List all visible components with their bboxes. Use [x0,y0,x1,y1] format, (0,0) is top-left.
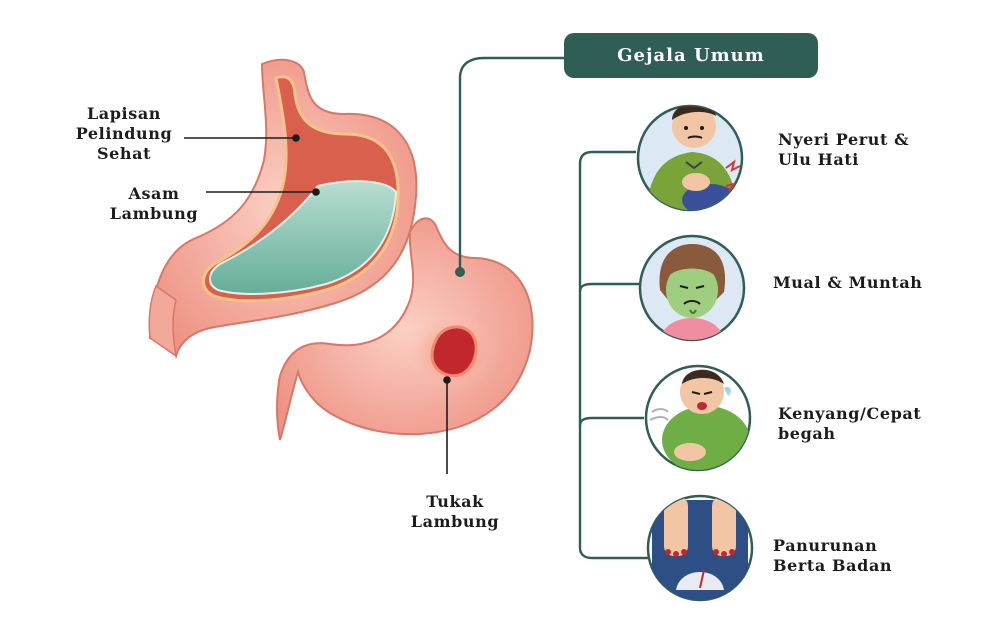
label-line: Lapisan [86,104,162,123]
label-line: Tukak [426,492,484,511]
bloated-boy-icon [649,369,750,470]
header-connector-line [458,56,566,272]
symptom-label-line: Mual & Muntah [773,273,923,292]
healthy-stomach-duodenum [148,284,178,358]
label-line: Lambung [109,204,199,223]
symptom-label-line: Nyeri Perut & [778,130,910,149]
bracket-branch-2 [578,282,640,293]
symptom-label-line: Panurunan [773,536,878,555]
nauseous-girl-icon [656,244,728,340]
symptom-icon-1 [636,104,744,212]
ulcer-wound [430,325,478,378]
weight-scale-icon [652,496,748,600]
label-line: Lambung [410,512,500,531]
label-lapisan-pelindung-sehat: Lapisan Pelindung Sehat [64,104,184,164]
symptom-label-line: Berta Badan [773,556,893,575]
bracket-spine [578,150,652,560]
label-line: Pelindung [75,124,173,143]
bracket-branch-3 [578,416,644,427]
header-connector [458,56,566,272]
symptom-icon-3 [644,364,752,472]
symptom-label-1: Nyeri Perut & Ulu Hati [778,130,978,170]
symptom-label-3: Kenyang/Cepat begah [778,404,978,444]
header-pill: Gejala Umum [564,33,818,78]
pointer-tukak-dot [443,376,451,384]
symptom-label-line: Kenyang/Cepat [778,404,922,423]
header-connector-dot [455,267,465,277]
symptom-label-line: Ulu Hati [778,150,859,169]
label-tukak-lambung: Tukak Lambung [400,492,510,532]
label-pointers [184,134,451,474]
gastric-acid-pool [209,180,398,295]
header-title: Gejala Umum [617,45,765,66]
healthy-stomach-illustration [148,58,418,360]
pointer-lapisan-dot [292,134,300,142]
label-line: Asam [128,184,180,203]
pointer-asam-dot [312,188,320,196]
symptom-label-4: Panurunan Berta Badan [773,536,973,576]
label-asam-lambung: Asam Lambung [102,184,206,224]
label-line: Sehat [96,144,152,163]
symptom-icon-2 [638,234,746,342]
symptom-icon-4 [646,494,754,602]
symptom-label-2: Mual & Muntah [773,273,973,293]
symptom-bracket [578,150,652,560]
ulcer-stomach-illustration [276,217,534,441]
symptom-label-line: begah [778,424,836,443]
